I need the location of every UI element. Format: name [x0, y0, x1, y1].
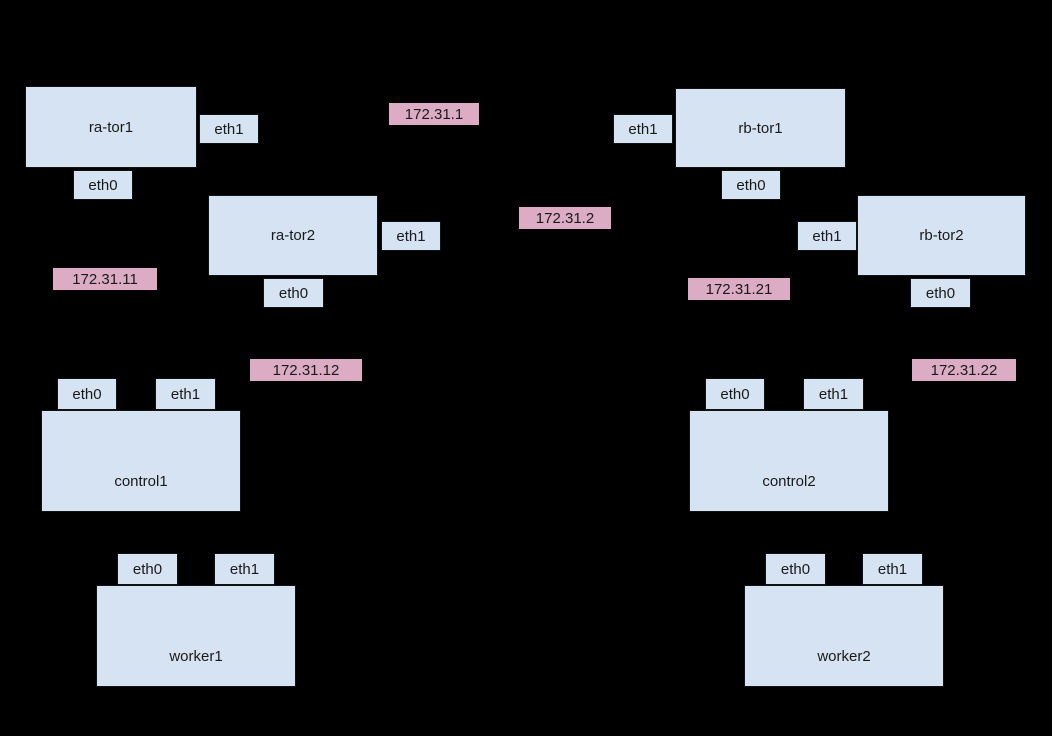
interface-ra-tor1-eth0[interactable]: eth0 — [73, 170, 133, 200]
interface-label: eth0 — [720, 385, 750, 403]
interface-label: eth0 — [88, 176, 118, 194]
interface-label: eth0 — [72, 385, 102, 403]
interface-ra-tor2-eth0[interactable]: eth0 — [263, 278, 324, 308]
interface-label: eth1 — [877, 560, 908, 578]
network-label-net-172-31-21: 172.31.21 — [688, 278, 790, 300]
node-label: ra-tor2 — [270, 227, 316, 244]
interface-label: eth1 — [396, 227, 426, 245]
node-rb-tor1[interactable]: rb-tor1 — [675, 88, 846, 168]
interface-ra-tor2-eth1[interactable]: eth1 — [381, 221, 441, 251]
interface-label: eth1 — [812, 227, 842, 245]
node-rb-tor2[interactable]: rb-tor2 — [857, 195, 1026, 276]
node-label: worker1 — [169, 648, 223, 665]
interface-rb-tor2-eth1[interactable]: eth1 — [797, 221, 857, 251]
interface-rb-tor1-eth0[interactable]: eth0 — [721, 170, 781, 200]
network-label-text: 172.31.12 — [272, 361, 340, 379]
interface-rb-tor2-eth0[interactable]: eth0 — [910, 278, 971, 308]
interface-label: eth0 — [780, 560, 811, 578]
network-label-net-172-31-11: 172.31.11 — [53, 268, 157, 290]
network-label-net-172-31-2: 172.31.2 — [519, 207, 611, 229]
node-control1[interactable]: control1 — [41, 410, 241, 512]
node-label: rb-tor2 — [919, 227, 964, 244]
interface-rb-tor1-eth1[interactable]: eth1 — [613, 114, 673, 144]
interface-label: eth1 — [229, 560, 260, 578]
node-worker2[interactable]: worker2 — [744, 585, 944, 687]
node-label: rb-tor1 — [738, 119, 783, 137]
interface-label: eth1 — [170, 385, 201, 403]
interface-worker1-eth0[interactable]: eth0 — [117, 553, 178, 585]
node-worker1[interactable]: worker1 — [96, 585, 296, 687]
node-control2[interactable]: control2 — [689, 410, 889, 512]
network-label-text: 172.31.11 — [72, 270, 138, 288]
interface-control1-eth0[interactable]: eth0 — [57, 378, 117, 410]
interface-worker1-eth1[interactable]: eth1 — [214, 553, 275, 585]
interface-label: eth0 — [736, 176, 766, 194]
network-label-net-172-31-1: 172.31.1 — [389, 103, 479, 125]
node-ra-tor1[interactable]: ra-tor1 — [25, 86, 197, 168]
interface-control1-eth1[interactable]: eth1 — [155, 378, 216, 410]
interface-label: eth0 — [132, 560, 163, 578]
interface-label: eth0 — [925, 284, 956, 302]
node-label: control1 — [114, 473, 168, 490]
network-label-text: 172.31.22 — [930, 361, 998, 379]
interface-label: eth1 — [818, 385, 849, 403]
network-label-text: 172.31.2 — [535, 209, 595, 227]
interface-ra-tor1-eth1[interactable]: eth1 — [199, 114, 259, 144]
node-ra-tor2[interactable]: ra-tor2 — [208, 195, 378, 276]
node-label: worker2 — [817, 648, 871, 665]
interface-label: eth1 — [628, 120, 658, 138]
interface-control2-eth0[interactable]: eth0 — [705, 378, 765, 410]
node-label: ra-tor1 — [88, 118, 134, 136]
interface-control2-eth1[interactable]: eth1 — [803, 378, 864, 410]
interface-worker2-eth0[interactable]: eth0 — [765, 553, 826, 585]
network-label-text: 172.31.21 — [705, 280, 773, 298]
interface-label: eth1 — [214, 120, 244, 138]
network-label-text: 172.31.1 — [404, 105, 464, 123]
interface-label: eth0 — [278, 284, 309, 302]
node-label: control2 — [762, 473, 816, 490]
interface-worker2-eth1[interactable]: eth1 — [862, 553, 923, 585]
network-label-net-172-31-22: 172.31.22 — [912, 359, 1016, 381]
network-label-net-172-31-12: 172.31.12 — [250, 359, 362, 381]
